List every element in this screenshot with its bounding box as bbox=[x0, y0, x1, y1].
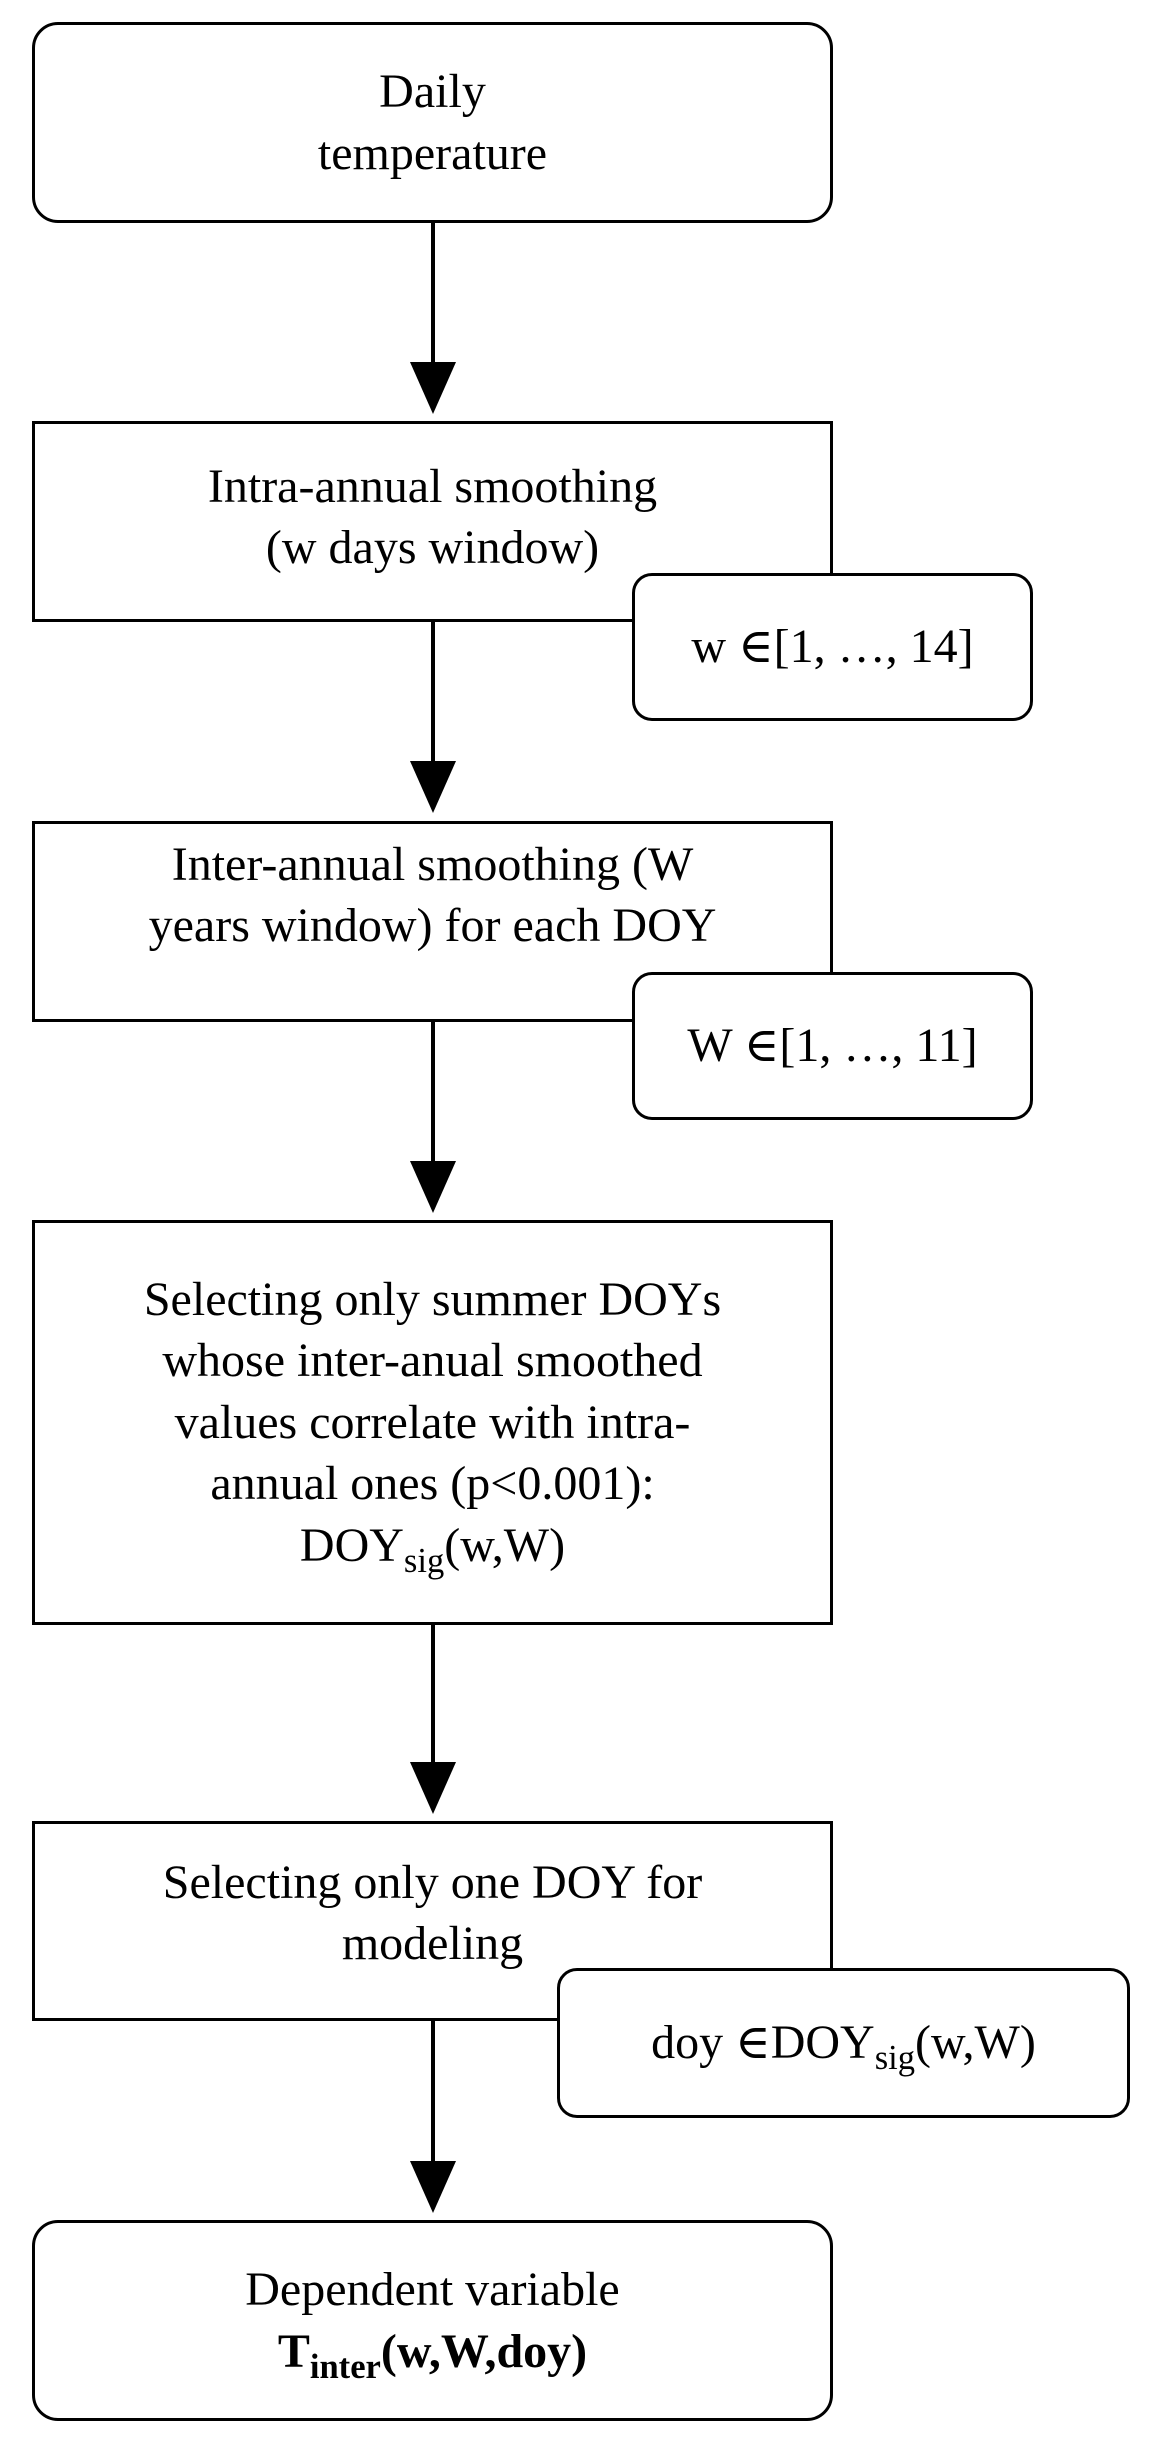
node-label-line: Selecting only one DOY for bbox=[162, 1856, 703, 1909]
arrow-4 bbox=[410, 1625, 456, 1814]
formula-subscript: inter bbox=[309, 2347, 381, 2386]
w-years-range-param: W ∈[1, …, 11] bbox=[632, 972, 1033, 1120]
formula-base: DOY bbox=[299, 1518, 404, 1572]
node-label-line: values correlate with intra- bbox=[174, 1395, 691, 1449]
node-label-line: (w days window) bbox=[265, 521, 600, 575]
doy-membership-formula: doy ∈DOYsig(w,W) bbox=[651, 2012, 1036, 2075]
node-label-line: Dependent variable bbox=[245, 2263, 620, 2317]
param-text: w ∈[1, …, 14] bbox=[691, 620, 974, 674]
formula-base: T bbox=[277, 2324, 310, 2378]
formula-subscript: sig bbox=[403, 1541, 445, 1580]
formula-subscript: sig bbox=[874, 2039, 916, 2078]
node-label-line: Selecting only summer DOYs bbox=[143, 1272, 722, 1326]
arrow-5 bbox=[410, 2021, 456, 2213]
daily-temperature-node: Daily temperature bbox=[32, 22, 833, 223]
doy-membership-param: doy ∈DOYsig(w,W) bbox=[557, 1968, 1130, 2118]
formula-args: (w,W) bbox=[444, 1518, 566, 1572]
node-label-line: annual ones (p<0.001): bbox=[210, 1457, 655, 1511]
t-inter-formula: Tinter(w,W,doy) bbox=[277, 2321, 588, 2384]
node-label-line: modeling bbox=[341, 1917, 524, 1971]
node-label-line: whose inter-anual smoothed bbox=[162, 1334, 703, 1388]
node-label-line: Daily bbox=[379, 65, 486, 119]
doy-sig-formula: DOYsig(w,W) bbox=[299, 1515, 566, 1578]
w-days-range-param: w ∈[1, …, 14] bbox=[632, 573, 1033, 721]
arrow-3 bbox=[410, 1022, 456, 1213]
formula-args: (w,W) bbox=[915, 2016, 1036, 2070]
node-label-line: temperature bbox=[317, 126, 548, 180]
node-label-line: Intra-annual smoothing bbox=[207, 460, 658, 513]
node-label-line: years window) for each DOY bbox=[148, 899, 717, 953]
formula-prefix: doy ∈DOY bbox=[651, 2016, 875, 2070]
summer-doy-selection-node: Selecting only summer DOYs whose inter-a… bbox=[32, 1220, 833, 1625]
formula-args: (w,W,doy) bbox=[380, 2324, 588, 2378]
dependent-variable-node: Dependent variable Tinter(w,W,doy) bbox=[32, 2220, 833, 2421]
node-label-line: Inter-annual smoothing (W bbox=[171, 838, 694, 891]
param-text: W ∈[1, …, 11] bbox=[687, 1019, 978, 1073]
arrow-2 bbox=[410, 622, 456, 813]
arrow-1 bbox=[410, 223, 456, 414]
